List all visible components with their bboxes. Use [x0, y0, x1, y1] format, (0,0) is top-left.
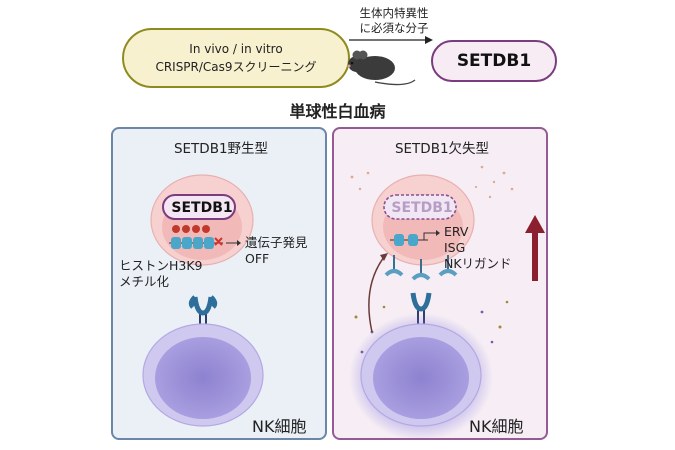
setdb1-protein	[162, 194, 236, 220]
gene-expression-line1: 遺伝子発見	[245, 235, 308, 250]
screening-line2: CRISPR/Cas9スクリーニング	[155, 60, 317, 74]
gene-expression-label: 遺伝子発見 OFF	[245, 235, 308, 267]
histone-methylation-label: ヒストンH3K9 メチル化	[119, 258, 203, 290]
knockout-title: SETDB1欠失型	[394, 141, 490, 157]
cytokine-dots	[350, 165, 514, 354]
gene-erv: ERV	[444, 224, 469, 239]
wild-type-nk-label: NK細胞	[252, 417, 307, 436]
histone-icon	[169, 237, 223, 249]
deleted-setdb1-protein	[383, 194, 457, 220]
histone-line2: メチル化	[119, 274, 170, 289]
gene-expression-line2: OFF	[245, 251, 270, 266]
wild-type-graphics	[142, 174, 264, 427]
methyl-marks	[172, 225, 210, 233]
arrow-and-mouse	[347, 36, 433, 86]
knockout-nk-nucleus	[373, 337, 469, 419]
arrow-label-line2: に必須な分子	[359, 21, 429, 35]
wild-type-setdb1-label: SETDB1	[171, 200, 233, 216]
screening-line1: In vivo / in vitro	[189, 42, 283, 56]
blocked-x-icon	[214, 237, 223, 246]
knockout-setdb1-label: SETDB1	[391, 200, 453, 216]
mouse-icon	[347, 50, 416, 86]
wild-type-title: SETDB1野生型	[173, 141, 269, 157]
disease-title: 単球性白血病	[289, 102, 386, 121]
nk-ligand-icons	[384, 255, 458, 281]
histone-line1: ヒストンH3K9	[119, 258, 203, 273]
arrow-head	[425, 36, 433, 44]
crispr-screening-box: In vivo / in vitro CRISPR/Cas9スクリーニング	[122, 28, 350, 88]
knockout-nk-label: NK細胞	[469, 417, 524, 436]
upregulated-genes: ERV ISG NKリガンド	[444, 224, 512, 272]
activation-arrow	[368, 253, 388, 333]
gene-arrow	[226, 240, 241, 246]
knockout-graphics	[349, 165, 545, 440]
gene-nk-ligand: NKリガンド	[444, 256, 512, 271]
setdb1-target-box: SETDB1	[431, 40, 557, 82]
gene-isg: ISG	[444, 240, 466, 255]
arrow-label: 生体内特異性 に必須な分子	[352, 6, 436, 36]
upregulation-arrow	[525, 215, 545, 281]
knockout-histone-icon	[390, 230, 440, 246]
arrow-label-line1: 生体内特異性	[359, 6, 429, 20]
nk-cell-nucleus	[155, 337, 251, 419]
